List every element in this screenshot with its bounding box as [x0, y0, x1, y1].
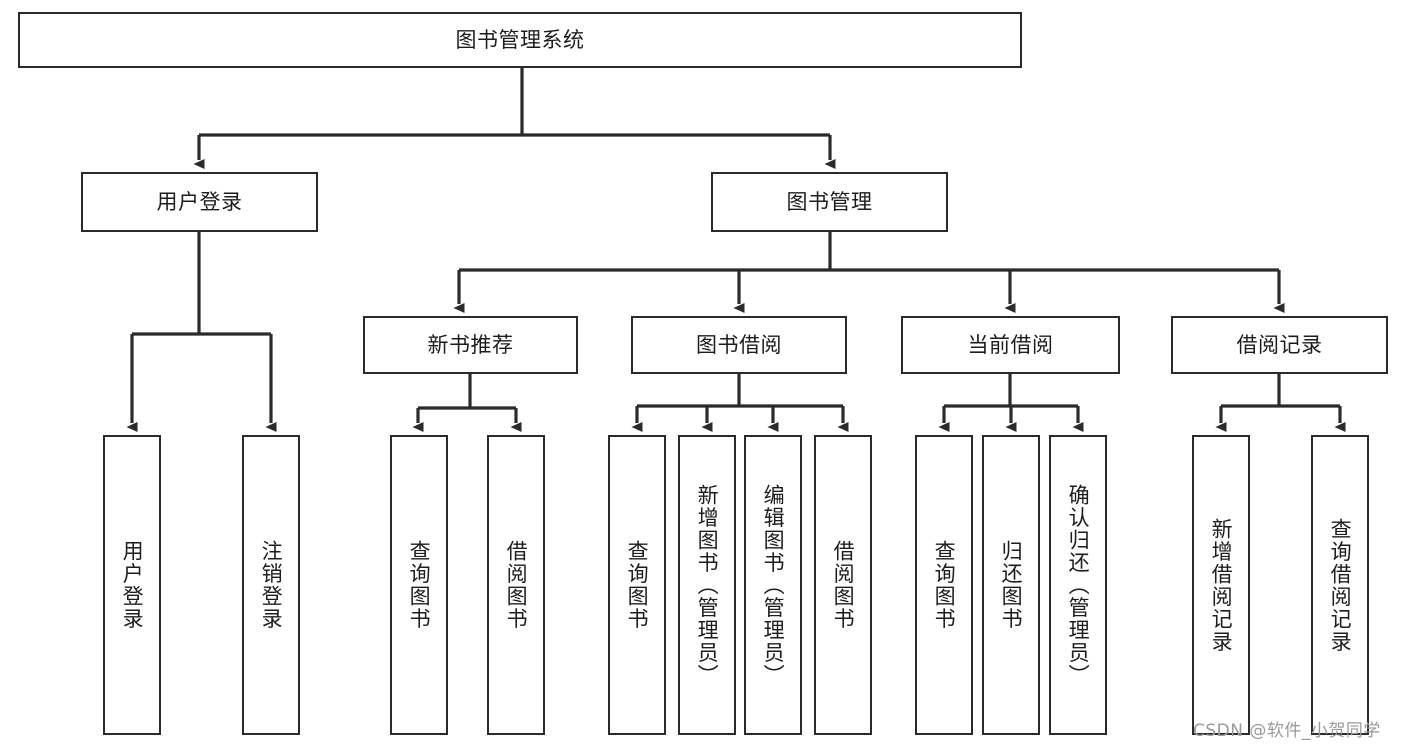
node-leaf-borrow-book-2[interactable]: 借阅图书 [814, 435, 872, 735]
node-label: 查询图书 [407, 540, 432, 630]
node-label: 查询图书 [932, 540, 957, 630]
node-label: 注销登录 [259, 540, 284, 630]
node-book-management[interactable]: 图书管理 [711, 172, 948, 232]
node-leaf-add-record[interactable]: 新增借阅记录 [1192, 435, 1250, 735]
node-label: 图书管理 [786, 189, 873, 214]
node-label: 图书管理系统 [455, 27, 585, 52]
node-leaf-query-book-1[interactable]: 查询图书 [390, 435, 448, 735]
node-leaf-user-login[interactable]: 用户登录 [103, 435, 161, 735]
node-label: 新增图书（管理员） [695, 483, 720, 687]
node-book-borrow[interactable]: 图书借阅 [631, 316, 847, 374]
node-label: 当前借阅 [967, 332, 1054, 357]
node-label: 归还图书 [999, 540, 1024, 630]
node-leaf-edit-book[interactable]: 编辑图书（管理员） [744, 435, 802, 735]
node-label: 查询图书 [625, 540, 650, 630]
node-label: 查询借阅记录 [1328, 517, 1353, 653]
node-leaf-return-book[interactable]: 归还图书 [982, 435, 1040, 735]
node-label: 编辑图书（管理员） [761, 483, 786, 687]
node-leaf-add-book[interactable]: 新增图书（管理员） [678, 435, 736, 735]
node-label: 新增借阅记录 [1209, 517, 1234, 653]
node-label: 新书推荐 [427, 332, 514, 357]
node-leaf-confirm-return[interactable]: 确认归还（管理员） [1049, 435, 1107, 735]
node-label: 用户登录 [120, 540, 145, 630]
node-root-book-management-system[interactable]: 图书管理系统 [18, 12, 1022, 68]
node-leaf-query-record[interactable]: 查询借阅记录 [1311, 435, 1369, 735]
node-leaf-query-book-2[interactable]: 查询图书 [608, 435, 666, 735]
node-label: 借阅图书 [831, 540, 856, 630]
node-leaf-borrow-book-1[interactable]: 借阅图书 [487, 435, 545, 735]
node-label: 借阅记录 [1236, 332, 1323, 357]
csdn-watermark: CSDN @软件_小贺同学 [1193, 721, 1381, 741]
node-label: 借阅图书 [504, 540, 529, 630]
node-leaf-logout[interactable]: 注销登录 [242, 435, 300, 735]
node-borrow-record[interactable]: 借阅记录 [1171, 316, 1388, 374]
node-label: 用户登录 [156, 189, 243, 214]
node-user-login[interactable]: 用户登录 [81, 172, 318, 232]
node-leaf-query-book-3[interactable]: 查询图书 [915, 435, 973, 735]
node-new-book-recommend[interactable]: 新书推荐 [363, 316, 578, 374]
node-current-borrow[interactable]: 当前借阅 [901, 316, 1120, 374]
node-label: 确认归还（管理员） [1066, 483, 1091, 687]
node-label: 图书借阅 [696, 332, 782, 357]
